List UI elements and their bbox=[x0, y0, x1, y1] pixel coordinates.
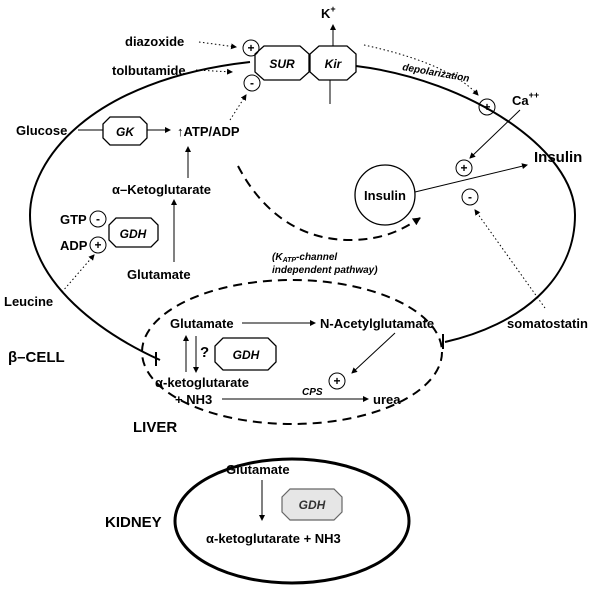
kir-subunit bbox=[309, 45, 357, 81]
liver-nh3-label: + NH3 bbox=[175, 392, 212, 407]
insulin-vesicle bbox=[354, 164, 416, 226]
cps-label: CPS bbox=[302, 387, 323, 398]
beta-gdh-label: GDH bbox=[120, 227, 147, 241]
atp-to-channel-arrow bbox=[229, 94, 247, 121]
liver-gdh-enzyme bbox=[214, 337, 277, 371]
potassium-label: K+ bbox=[321, 4, 336, 21]
leucine-arrow bbox=[61, 254, 95, 293]
liver-gdh-label: GDH bbox=[233, 348, 260, 362]
calcium-plus-sign bbox=[455, 159, 473, 177]
kidney-glutamate-label: Glutamate bbox=[226, 462, 290, 477]
somatostatin-minus-sign bbox=[461, 188, 479, 206]
diazoxide-plus-text: + bbox=[247, 41, 254, 55]
katp-independent-pathway-arrow bbox=[237, 165, 421, 242]
sur-label: SUR bbox=[269, 57, 295, 71]
depolarization-arrow bbox=[363, 44, 479, 96]
gk-enzyme bbox=[102, 116, 148, 146]
somatostatin-minus-text: - bbox=[468, 190, 472, 204]
beta-cell-label: β–CELL bbox=[8, 349, 65, 366]
tolbutamide-minus-text: - bbox=[250, 76, 254, 90]
katp-channel: SUR Kir bbox=[254, 45, 357, 81]
tolbutamide-arrow bbox=[195, 68, 233, 75]
beta-cell-membrane bbox=[28, 61, 251, 361]
cps-plus-text: + bbox=[333, 374, 340, 388]
kidney-compartment bbox=[173, 457, 411, 585]
adp-label: ADP bbox=[60, 238, 88, 253]
insulin-out-label: Insulin bbox=[534, 149, 582, 166]
depolarization-plus-text: + bbox=[483, 100, 490, 114]
urea-label: urea bbox=[373, 392, 401, 407]
somatostatin-label: somatostatin bbox=[507, 316, 588, 331]
atp-adp-label: ↑ATP/ADP bbox=[177, 124, 240, 139]
gtp-label: GTP bbox=[60, 212, 87, 227]
diazoxide-label: diazoxide bbox=[125, 34, 184, 49]
somatostatin-arrow bbox=[474, 209, 546, 309]
liver-compartment bbox=[141, 279, 443, 425]
depolarization-plus-sign bbox=[478, 98, 496, 116]
liver-glutamate-label: Glutamate bbox=[170, 316, 234, 331]
cps-plus-sign bbox=[328, 372, 346, 390]
sur-subunit bbox=[254, 45, 310, 81]
tolbutamide-label: tolbutamide bbox=[112, 63, 186, 78]
diazoxide-plus-sign bbox=[242, 39, 260, 57]
katp-note-line1: (KATP-channel bbox=[272, 252, 337, 264]
insulin-vesicle-label: Insulin bbox=[364, 188, 406, 203]
beta-akg-label: α–Ketoglutarate bbox=[112, 182, 211, 197]
kidney-gdh-label: GDH bbox=[299, 498, 326, 512]
katp-note-line2: independent pathway) bbox=[272, 265, 378, 276]
tolbutamide-minus-sign bbox=[243, 74, 261, 92]
kidney-label: KIDNEY bbox=[105, 514, 162, 531]
adp-plus-sign bbox=[89, 236, 107, 254]
glucose-label: Glucose bbox=[16, 123, 67, 138]
adp-plus-text: + bbox=[94, 238, 101, 252]
calcium-label: Ca++ bbox=[512, 90, 539, 108]
liver-question-mark: ? bbox=[200, 344, 209, 361]
nag-label: N-Acetylglutamate bbox=[320, 316, 434, 331]
leucine-label: Leucine bbox=[4, 294, 53, 309]
kidney-product-label: α-ketoglutarate + NH3 bbox=[206, 531, 341, 546]
gtp-minus-sign bbox=[89, 210, 107, 228]
insulin-release-arrow bbox=[414, 163, 528, 193]
kir-label: Kir bbox=[325, 57, 343, 71]
liver-label: LIVER bbox=[133, 419, 177, 436]
beta-cell-membrane-right bbox=[355, 65, 577, 343]
kidney-gdh-enzyme bbox=[281, 488, 343, 521]
calcium-plus-text: + bbox=[460, 161, 467, 175]
diazoxide-arrow bbox=[198, 41, 237, 50]
depolarization-label: depolarization bbox=[401, 62, 470, 85]
beta-gdh-enzyme bbox=[108, 217, 159, 248]
calcium-arrow bbox=[469, 109, 521, 159]
gk-label: GK bbox=[116, 125, 135, 139]
beta-glutamate-label: Glutamate bbox=[127, 267, 191, 282]
liver-akg-label: α-ketoglutarate bbox=[155, 375, 249, 390]
gtp-minus-text: - bbox=[96, 212, 100, 226]
nag-to-cps-arrow bbox=[351, 332, 396, 374]
